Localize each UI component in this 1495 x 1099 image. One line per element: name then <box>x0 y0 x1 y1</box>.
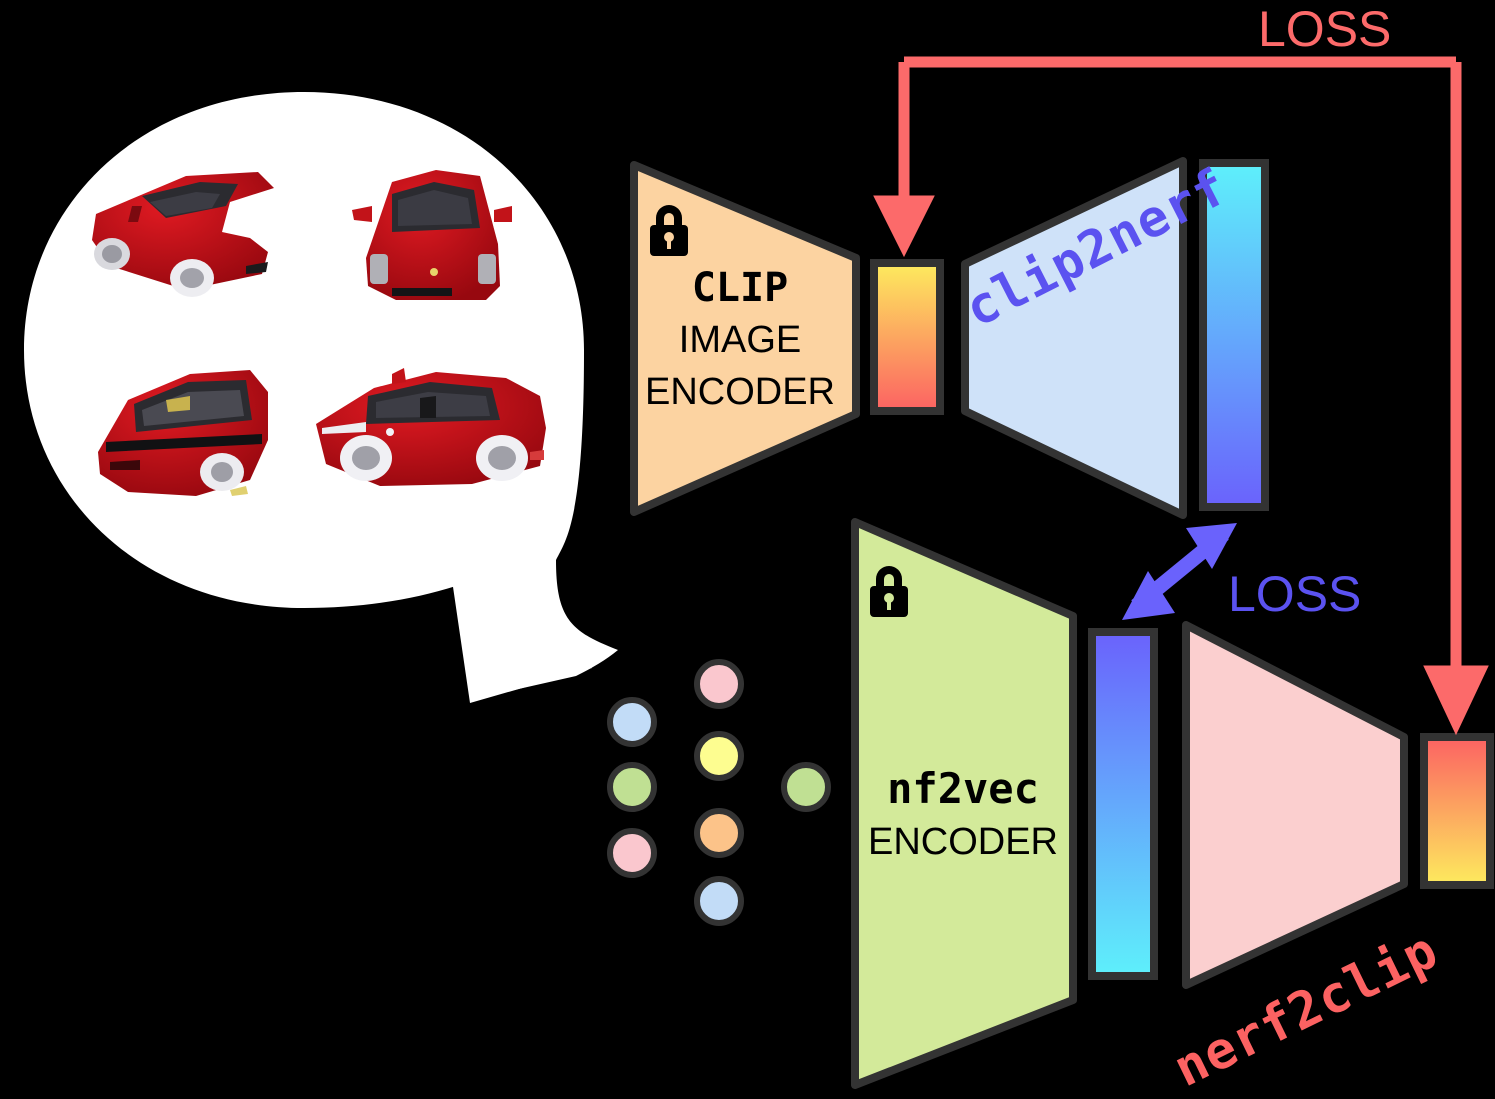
clip-encoder-subtitle-2: ENCODER <box>644 371 836 413</box>
lock-icon <box>650 205 688 256</box>
predicted-nerf-embedding-bar <box>1199 159 1269 511</box>
nf2vec-encoder-subtitle: ENCODER <box>867 821 1059 863</box>
arrowhead-down-left <box>873 195 935 258</box>
clip-embedding-bar <box>870 259 944 415</box>
clip-loss-arrow-path <box>873 56 1489 736</box>
clip-loss-label: LOSS <box>1258 1 1392 57</box>
nerf-node <box>694 731 744 781</box>
predicted-clip-embedding-bar <box>1420 733 1494 889</box>
arrowhead-down-right <box>1423 665 1489 736</box>
nerf-node <box>607 762 657 812</box>
nf2vec-encoder-shape <box>851 518 1077 1089</box>
arrowhead-up-right <box>1186 523 1237 569</box>
nerf-node <box>694 876 744 926</box>
nerf-node-group <box>607 659 831 926</box>
clip-encoder-subtitle-1: IMAGE <box>678 319 802 361</box>
clip-encoder-title: CLIP <box>691 265 789 311</box>
nerf-loss-label: LOSS <box>1228 566 1362 622</box>
arrowhead-down-left <box>1122 571 1175 620</box>
nerf-loss-double-arrow <box>1122 523 1237 620</box>
nerf-node <box>694 808 744 858</box>
lock-icon <box>870 566 908 617</box>
nf2vec-encoder-label-block: nf2vec ENCODER <box>858 762 1068 868</box>
nf2vec-encoder-title: nf2vec <box>887 764 1039 813</box>
clip-image-encoder-shape <box>630 161 860 516</box>
nerf-node <box>694 659 744 709</box>
car-render-4 <box>316 368 546 486</box>
clip-encoder-label-block: CLIP IMAGE ENCODER <box>640 262 840 418</box>
nerf-node <box>781 762 831 812</box>
nerf-embedding-bar <box>1088 628 1158 980</box>
nerf-node <box>607 828 657 878</box>
car-render-3 <box>98 370 268 496</box>
car-render-1 <box>92 172 274 297</box>
nerf-node <box>607 697 657 747</box>
car-render-2 <box>352 170 512 300</box>
clip2nerf-decoder-shape <box>961 157 1187 519</box>
nerf2clip-decoder-shape <box>1182 621 1408 989</box>
